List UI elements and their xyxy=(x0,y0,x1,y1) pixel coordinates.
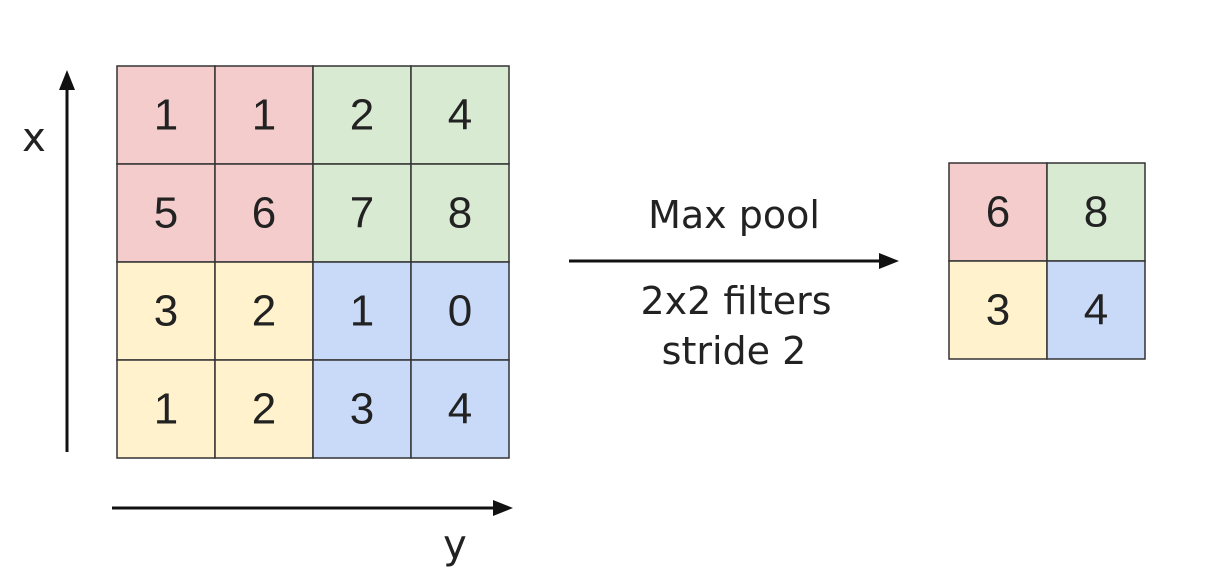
x-axis-label: x xyxy=(22,115,46,161)
y-axis-label: y xyxy=(443,522,467,568)
input-cell-value-2-3: 0 xyxy=(448,287,472,336)
input-cell-value-1-0: 5 xyxy=(154,189,178,238)
output-cell-value-1-0: 3 xyxy=(986,286,1010,335)
output-cell-1-0 xyxy=(948,260,1048,360)
input-cell-value-0-2: 2 xyxy=(350,91,374,140)
output-grid: 6 8 3 4 xyxy=(948,162,1146,360)
y-axis-arrowhead xyxy=(493,500,513,516)
operation-arrowhead xyxy=(879,253,899,269)
output-cell-value-1-1: 4 xyxy=(1084,286,1108,335)
operation-detail-stride: stride 2 xyxy=(662,329,807,373)
output-cell-0-0 xyxy=(948,162,1048,262)
input-cell-0-0 xyxy=(116,65,216,165)
output-cell-value-0-0: 6 xyxy=(986,188,1010,237)
input-cell-3-0 xyxy=(116,359,216,459)
operation-detail-filters: 2x2 filters xyxy=(640,279,831,323)
output-cell-1-1 xyxy=(1046,260,1146,360)
input-cell-value-3-3: 4 xyxy=(448,385,472,434)
input-cell-0-3 xyxy=(410,65,510,165)
x-axis-arrowhead xyxy=(59,70,75,90)
input-cell-value-2-1: 2 xyxy=(252,287,276,336)
input-cell-2-1 xyxy=(214,261,314,361)
input-cell-value-1-3: 8 xyxy=(448,189,472,238)
input-cell-0-1 xyxy=(214,65,314,165)
input-cell-value-2-0: 3 xyxy=(154,287,178,336)
input-cell-value-3-2: 3 xyxy=(350,385,374,434)
output-cell-value-0-1: 8 xyxy=(1084,188,1108,237)
output-cell-0-1 xyxy=(1046,162,1146,262)
input-cell-value-0-0: 1 xyxy=(154,91,178,140)
input-cell-1-1 xyxy=(214,163,314,263)
input-cell-value-3-0: 1 xyxy=(154,385,178,434)
input-cell-3-3 xyxy=(410,359,510,459)
input-cell-value-1-1: 6 xyxy=(252,189,276,238)
input-cell-value-0-1: 1 xyxy=(252,91,276,140)
input-grid: 1 1 2 4 5 6 7 8 3 2 1 0 1 2 3 4 xyxy=(116,65,510,459)
input-cell-value-2-2: 1 xyxy=(350,287,374,336)
input-cell-3-1 xyxy=(214,359,314,459)
input-cell-value-1-2: 7 xyxy=(350,189,374,238)
input-cell-value-0-3: 4 xyxy=(448,91,472,140)
operation-label: Max pool xyxy=(648,193,820,237)
input-cell-2-3 xyxy=(410,261,510,361)
input-cell-value-3-1: 2 xyxy=(252,385,276,434)
input-cell-1-3 xyxy=(410,163,510,263)
input-cell-0-2 xyxy=(312,65,412,165)
